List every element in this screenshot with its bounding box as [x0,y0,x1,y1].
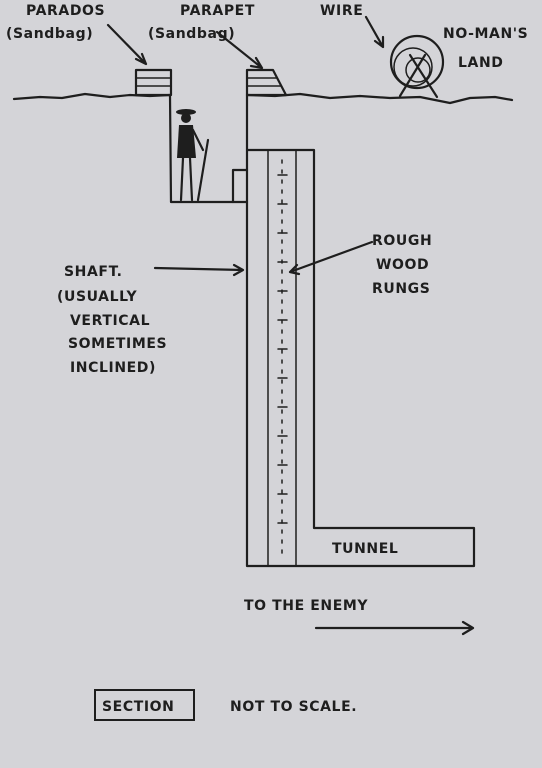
parapet-label: PARAPET [180,3,255,19]
shaft-label-line5: INCLINED) [70,360,156,376]
rungs-label: RUNGS [372,281,430,297]
ground-line-right [245,92,514,105]
fire-step [231,168,249,204]
shaft-label-line3: VERTICAL [70,313,150,329]
annotation-arrows [106,15,475,636]
shaft-label-line1: SHAFT. [64,264,123,280]
no-mans-land-label-line1: NO-MAN'S [443,26,528,42]
shaft-label-line2: (USUALLY [57,289,137,305]
trench-front-wall [245,93,476,568]
parapet-sandbags [245,68,288,97]
section-box [94,689,195,721]
parapet-sub-label: (Sandbag) [148,26,235,42]
not-to-scale-label: NOT TO SCALE. [230,699,357,715]
parados-label: PARADOS [26,3,105,19]
wood-label: WOOD [376,257,429,273]
ground-line-left [12,92,249,204]
wire-label: WIRE [320,3,363,19]
soldier-figure [176,109,210,202]
no-mans-land-label-line2: LAND [458,55,504,71]
rough-label: ROUGH [372,233,432,249]
section-label: SECTION [102,699,175,715]
tunnel-label: TUNNEL [332,541,398,557]
ladder-rungs [277,159,288,561]
parados-sub-label: (Sandbag) [6,26,93,42]
shaft-label-line4: SOMETIMES [68,336,167,352]
barbed-wire-icon [389,34,445,99]
parados-sandbags [134,68,173,97]
to-the-enemy-label: TO THE ENEMY [244,598,368,614]
